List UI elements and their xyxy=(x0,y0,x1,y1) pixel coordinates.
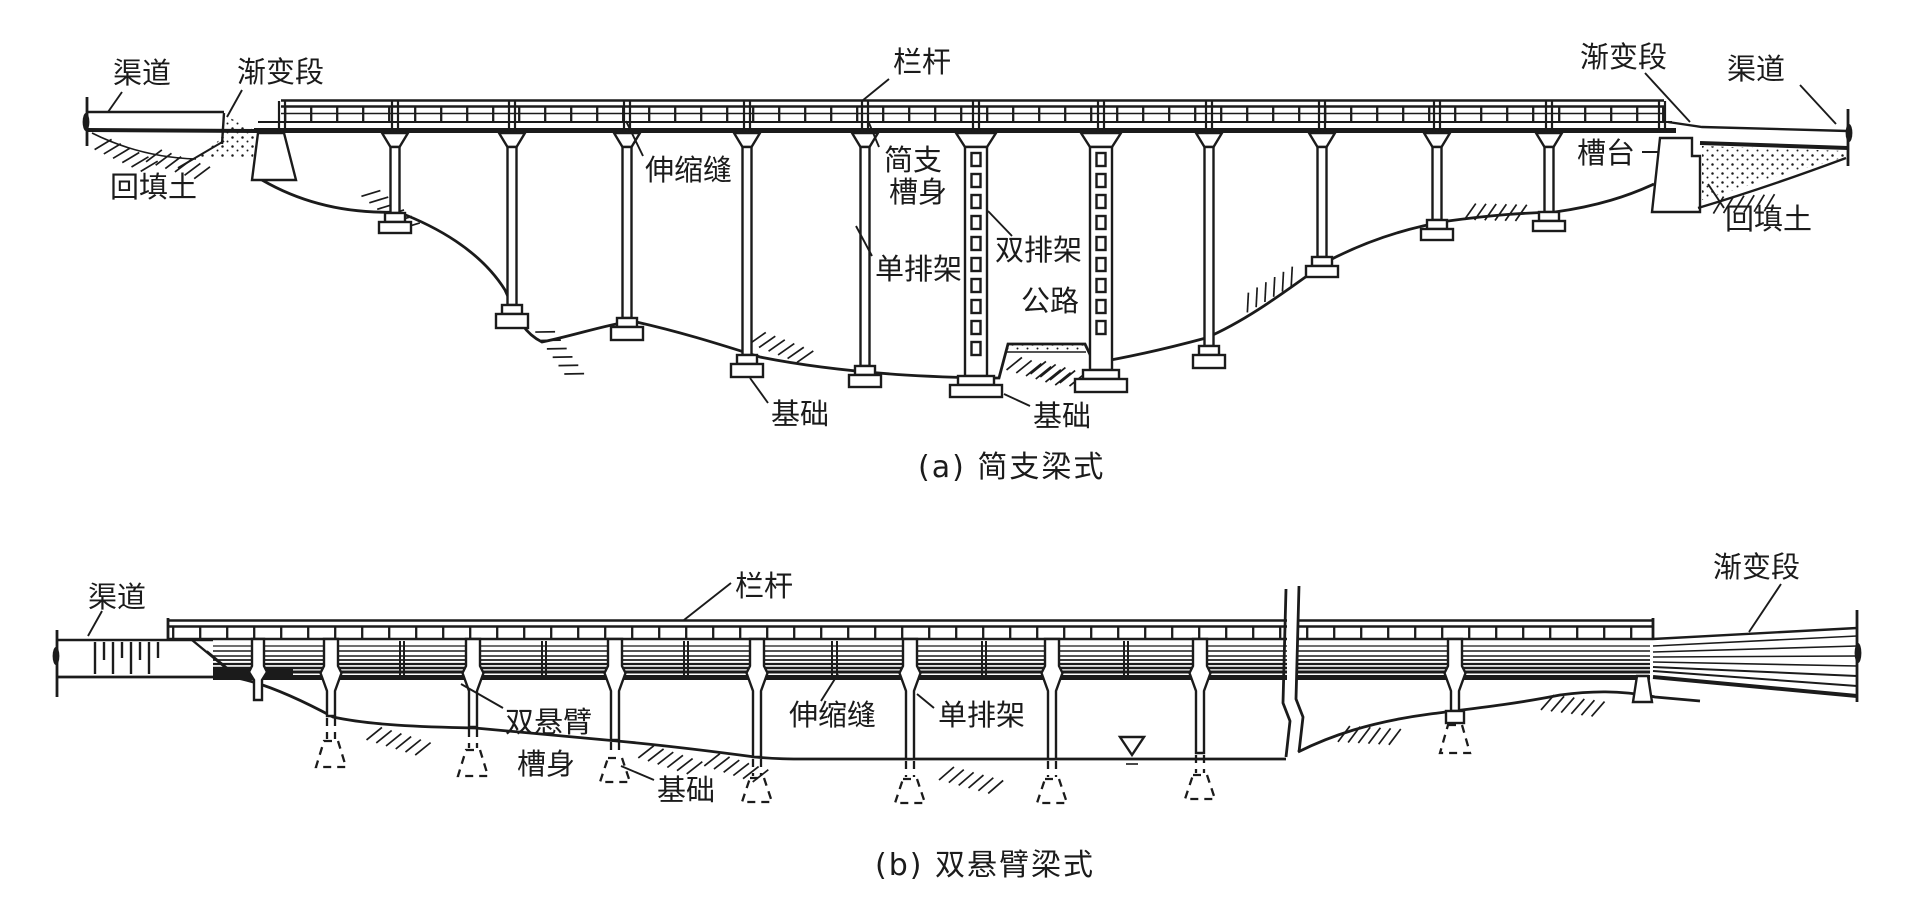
label-transition-right: 渐变段 xyxy=(1580,40,1667,74)
column xyxy=(1191,131,1227,370)
diagram-a-simply-supported: 渠道 渐变段 回填土 栏杆 伸缩缝 简支 槽身 单排架 双排架 公路 基础 基础… xyxy=(82,40,1853,485)
transition-fan-b xyxy=(1652,610,1862,702)
label-transition-b: 渐变段 xyxy=(1713,550,1800,584)
label-foundation-a-right: 基础 xyxy=(1033,399,1091,433)
label-single-row-frame-b: 单排架 xyxy=(938,698,1025,732)
label-channel-right: 渠道 xyxy=(1727,52,1785,86)
labels-a: 渠道 渐变段 回填土 栏杆 伸缩缝 简支 槽身 单排架 双排架 公路 基础 基础… xyxy=(107,40,1837,433)
label-cantilever-flume-2: 槽身 xyxy=(517,747,575,781)
caption-b: (b) 双悬臂梁式 xyxy=(875,848,1095,883)
label-channel-b: 渠道 xyxy=(88,580,146,614)
label-cantilever-flume-1: 双悬臂 xyxy=(505,705,592,739)
column xyxy=(494,131,530,330)
channel-end-marker xyxy=(1845,124,1853,142)
label-flume-abutment: 槽台 xyxy=(1577,136,1635,170)
railing-b xyxy=(166,618,1655,641)
label-simply-supported-flume-1: 简支 xyxy=(884,143,942,177)
double-row-frame-2 xyxy=(1073,131,1129,394)
break-lines xyxy=(1281,585,1305,758)
pier xyxy=(598,637,632,784)
deck-a xyxy=(254,99,1676,133)
channel-end-marker xyxy=(82,113,90,131)
label-expansion-joint-a: 伸缩缝 xyxy=(645,153,732,187)
highway-road xyxy=(1004,345,1097,392)
pier xyxy=(314,637,348,769)
abutment-right xyxy=(1650,136,1702,214)
pier xyxy=(456,637,490,778)
ground-line-b-right xyxy=(1297,690,1701,754)
labels-b: 渠道 栏杆 双悬臂 槽身 伸缩缝 单排架 基础 渐变段 xyxy=(87,550,1800,807)
label-single-row-frame-a: 单排架 xyxy=(875,252,962,286)
column xyxy=(1531,131,1567,233)
diagram-b-double-cantilever: 渠道 栏杆 双悬臂 槽身 伸缩缝 单排架 基础 渐变段 (b) 双悬臂梁式 xyxy=(52,550,1862,883)
channel-left-b xyxy=(52,630,239,697)
caption-a: (a) 简支梁式 xyxy=(918,450,1105,485)
column xyxy=(729,131,765,379)
label-backfill-left: 回填土 xyxy=(110,170,197,204)
column xyxy=(1304,131,1340,279)
channel-left-a xyxy=(82,97,261,182)
pier-stub xyxy=(247,637,269,702)
channel-end-marker xyxy=(1854,643,1862,663)
label-transition-left: 渐变段 xyxy=(237,55,324,89)
expansion-joints-b xyxy=(399,641,1129,675)
label-railing-a: 栏杆 xyxy=(893,45,951,79)
label-double-row-frame: 双排架 xyxy=(995,233,1082,267)
abutment-left xyxy=(250,131,298,182)
single-row-frames-a xyxy=(377,131,1567,389)
column xyxy=(377,131,413,235)
label-railing-b: 栏杆 xyxy=(735,569,793,603)
pier xyxy=(740,637,774,804)
channel-lining-strokes xyxy=(93,642,160,674)
label-channel-left: 渠道 xyxy=(113,56,171,90)
column xyxy=(1419,131,1455,242)
column xyxy=(609,131,645,342)
channel-right-a xyxy=(1667,109,1853,210)
expansion-joints-a xyxy=(277,101,1667,132)
backfill-dots-right xyxy=(1702,146,1846,200)
label-expansion-joint-b: 伸缩缝 xyxy=(789,698,876,732)
water-level-icon xyxy=(1117,735,1147,765)
channel-end-marker xyxy=(52,647,60,665)
piers-b xyxy=(247,637,1654,805)
label-highway: 公路 xyxy=(1021,284,1079,318)
pier xyxy=(1631,674,1654,704)
flume-body-b xyxy=(213,641,1650,680)
label-foundation-a-left: 基础 xyxy=(771,397,829,431)
pier xyxy=(893,637,927,805)
label-foundation-b: 基础 xyxy=(657,773,715,807)
double-row-frame-1 xyxy=(948,131,1004,399)
pier xyxy=(1438,637,1472,755)
label-backfill-right: 回填土 xyxy=(1725,202,1812,236)
pier xyxy=(1035,637,1069,805)
pier xyxy=(1183,637,1217,801)
label-simply-supported-flume-2: 槽身 xyxy=(889,175,947,209)
